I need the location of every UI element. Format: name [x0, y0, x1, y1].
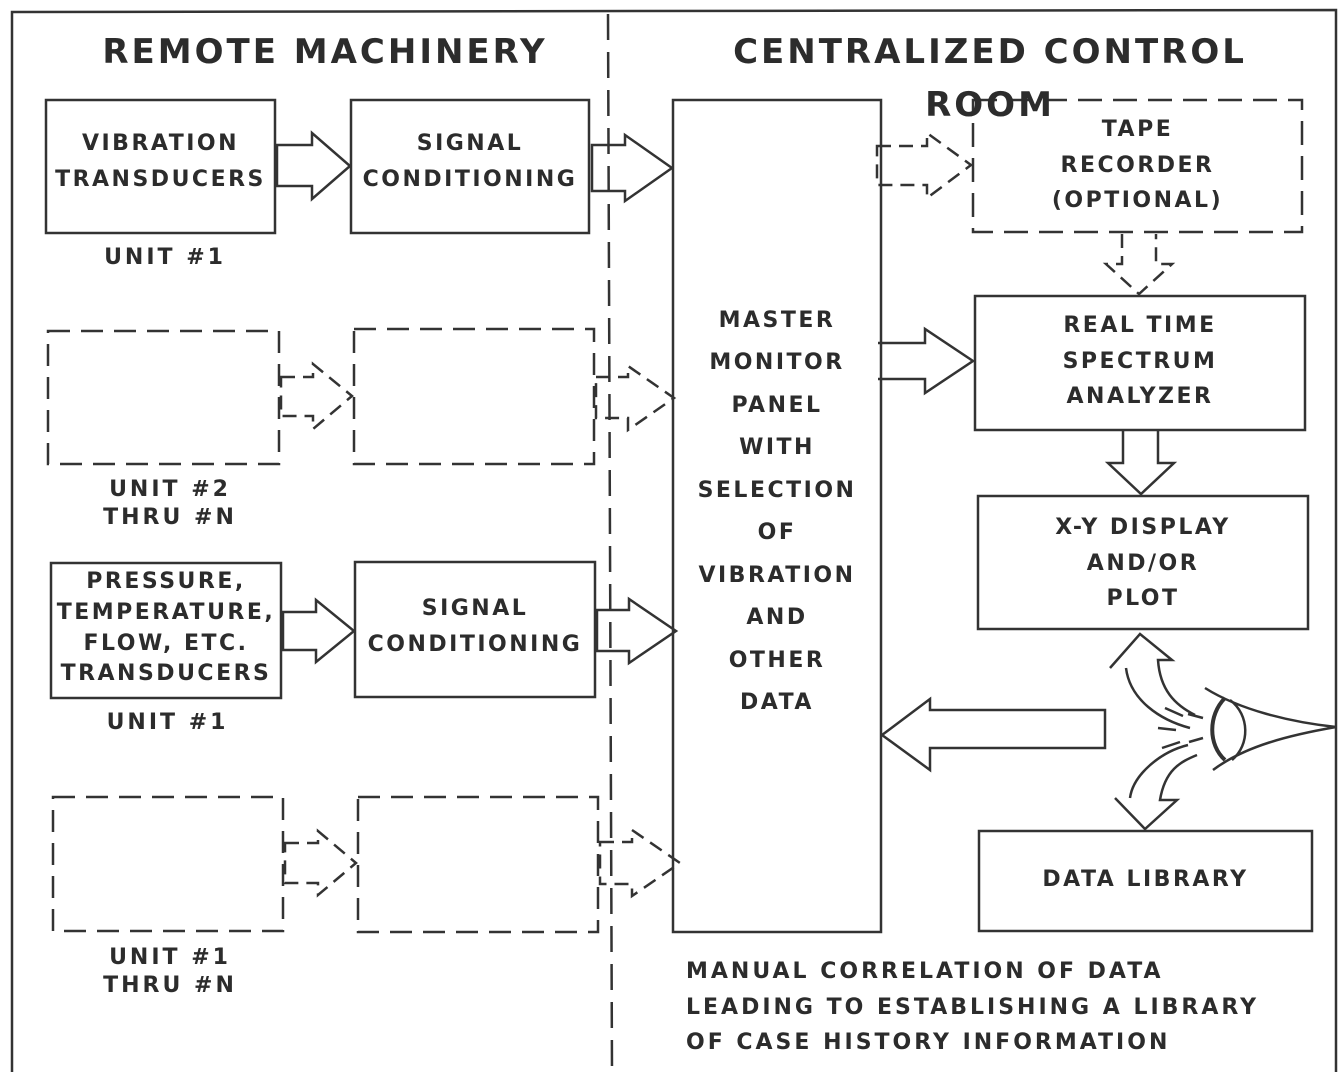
arrow-signal-to-master-top [590, 132, 675, 204]
signal-conditioning-bottom-label: SIGNAL CONDITIONING [367, 596, 583, 657]
arrow-eye-up-to-xy [1109, 632, 1196, 717]
arrow-master-to-tape-optional [875, 130, 974, 201]
tape-recorder-box-optional [971, 98, 1304, 234]
arrow-bottom-to-master-optional [598, 827, 683, 899]
unit2-transducer-box-optional [46, 329, 281, 466]
unit1-mid-label: UNIT #1 [106, 710, 229, 735]
room-divider [606, 13, 614, 1073]
outer-frame [10, 8, 1338, 1072]
arrow-bottom-optional [283, 828, 358, 898]
arrow-eye-up-inner [1124, 667, 1191, 730]
arrow-pressure-to-signal [281, 597, 356, 665]
vibration-transducers-box [44, 98, 277, 235]
manual-correlation-note: MANUAL CORRELATION OF DATA LEADING TO ES… [686, 959, 1260, 1056]
spectrum-analyzer-box [973, 294, 1307, 432]
xy-display-box [976, 494, 1310, 631]
arrow-tape-to-analyzer-optional [1102, 234, 1176, 296]
header-control-room: CENTRALIZED CONTROL ROOM [733, 32, 1247, 125]
vibration-transducers-label: VIBRATION TRANSDUCERS [55, 131, 266, 192]
arrow-unit2-to-master-optional [594, 363, 677, 433]
signal-conditioning-bottom-box [353, 560, 597, 699]
arrow-signal-to-master-bottom [595, 596, 679, 666]
arrow-eye-down-to-library [1114, 753, 1198, 831]
data-library-box [977, 829, 1314, 933]
bottom-transducer-box-optional [51, 795, 285, 933]
bottom-signal-box-optional [356, 795, 600, 934]
data-library-label: DATA LIBRARY [1042, 867, 1249, 892]
arrow-unit2-optional [279, 361, 354, 432]
spectrum-analyzer-label: REAL TIME SPECTRUM ANALYZER [1062, 313, 1218, 410]
arrow-eye-to-master [879, 696, 1107, 773]
arrow-analyzer-to-xy [1104, 431, 1178, 496]
master-monitor-panel-box [671, 98, 883, 934]
eye-icon [1157, 686, 1337, 772]
unit2-signal-box-optional [352, 327, 596, 466]
unit2-label: UNIT #2 THRU #N [103, 477, 237, 530]
arrow-master-to-analyzer [878, 326, 976, 396]
arrow-eye-down-inner [1128, 743, 1189, 799]
pressure-transducers-label: PRESSURE, TEMPERATURE, FLOW, ETC. TRANSD… [56, 569, 276, 687]
xy-display-label: X-Y DISPLAY AND/OR PLOT [1055, 515, 1231, 612]
master-monitor-panel-label: MASTER MONITOR PANEL WITH SELECTION OF V… [697, 308, 857, 716]
arrow-vib-to-signal [275, 130, 352, 202]
unit1-top-label: UNIT #1 [104, 245, 226, 270]
header-remote-machinery: REMOTE MACHINERY [102, 32, 548, 72]
signal-conditioning-top-label: SIGNAL CONDITIONING [362, 131, 578, 192]
unit1-thru-label: UNIT #1 THRU #N [103, 945, 237, 998]
tape-recorder-label: TAPE RECORDER (OPTIONAL) [1051, 117, 1224, 214]
pressure-transducers-box [49, 561, 283, 700]
